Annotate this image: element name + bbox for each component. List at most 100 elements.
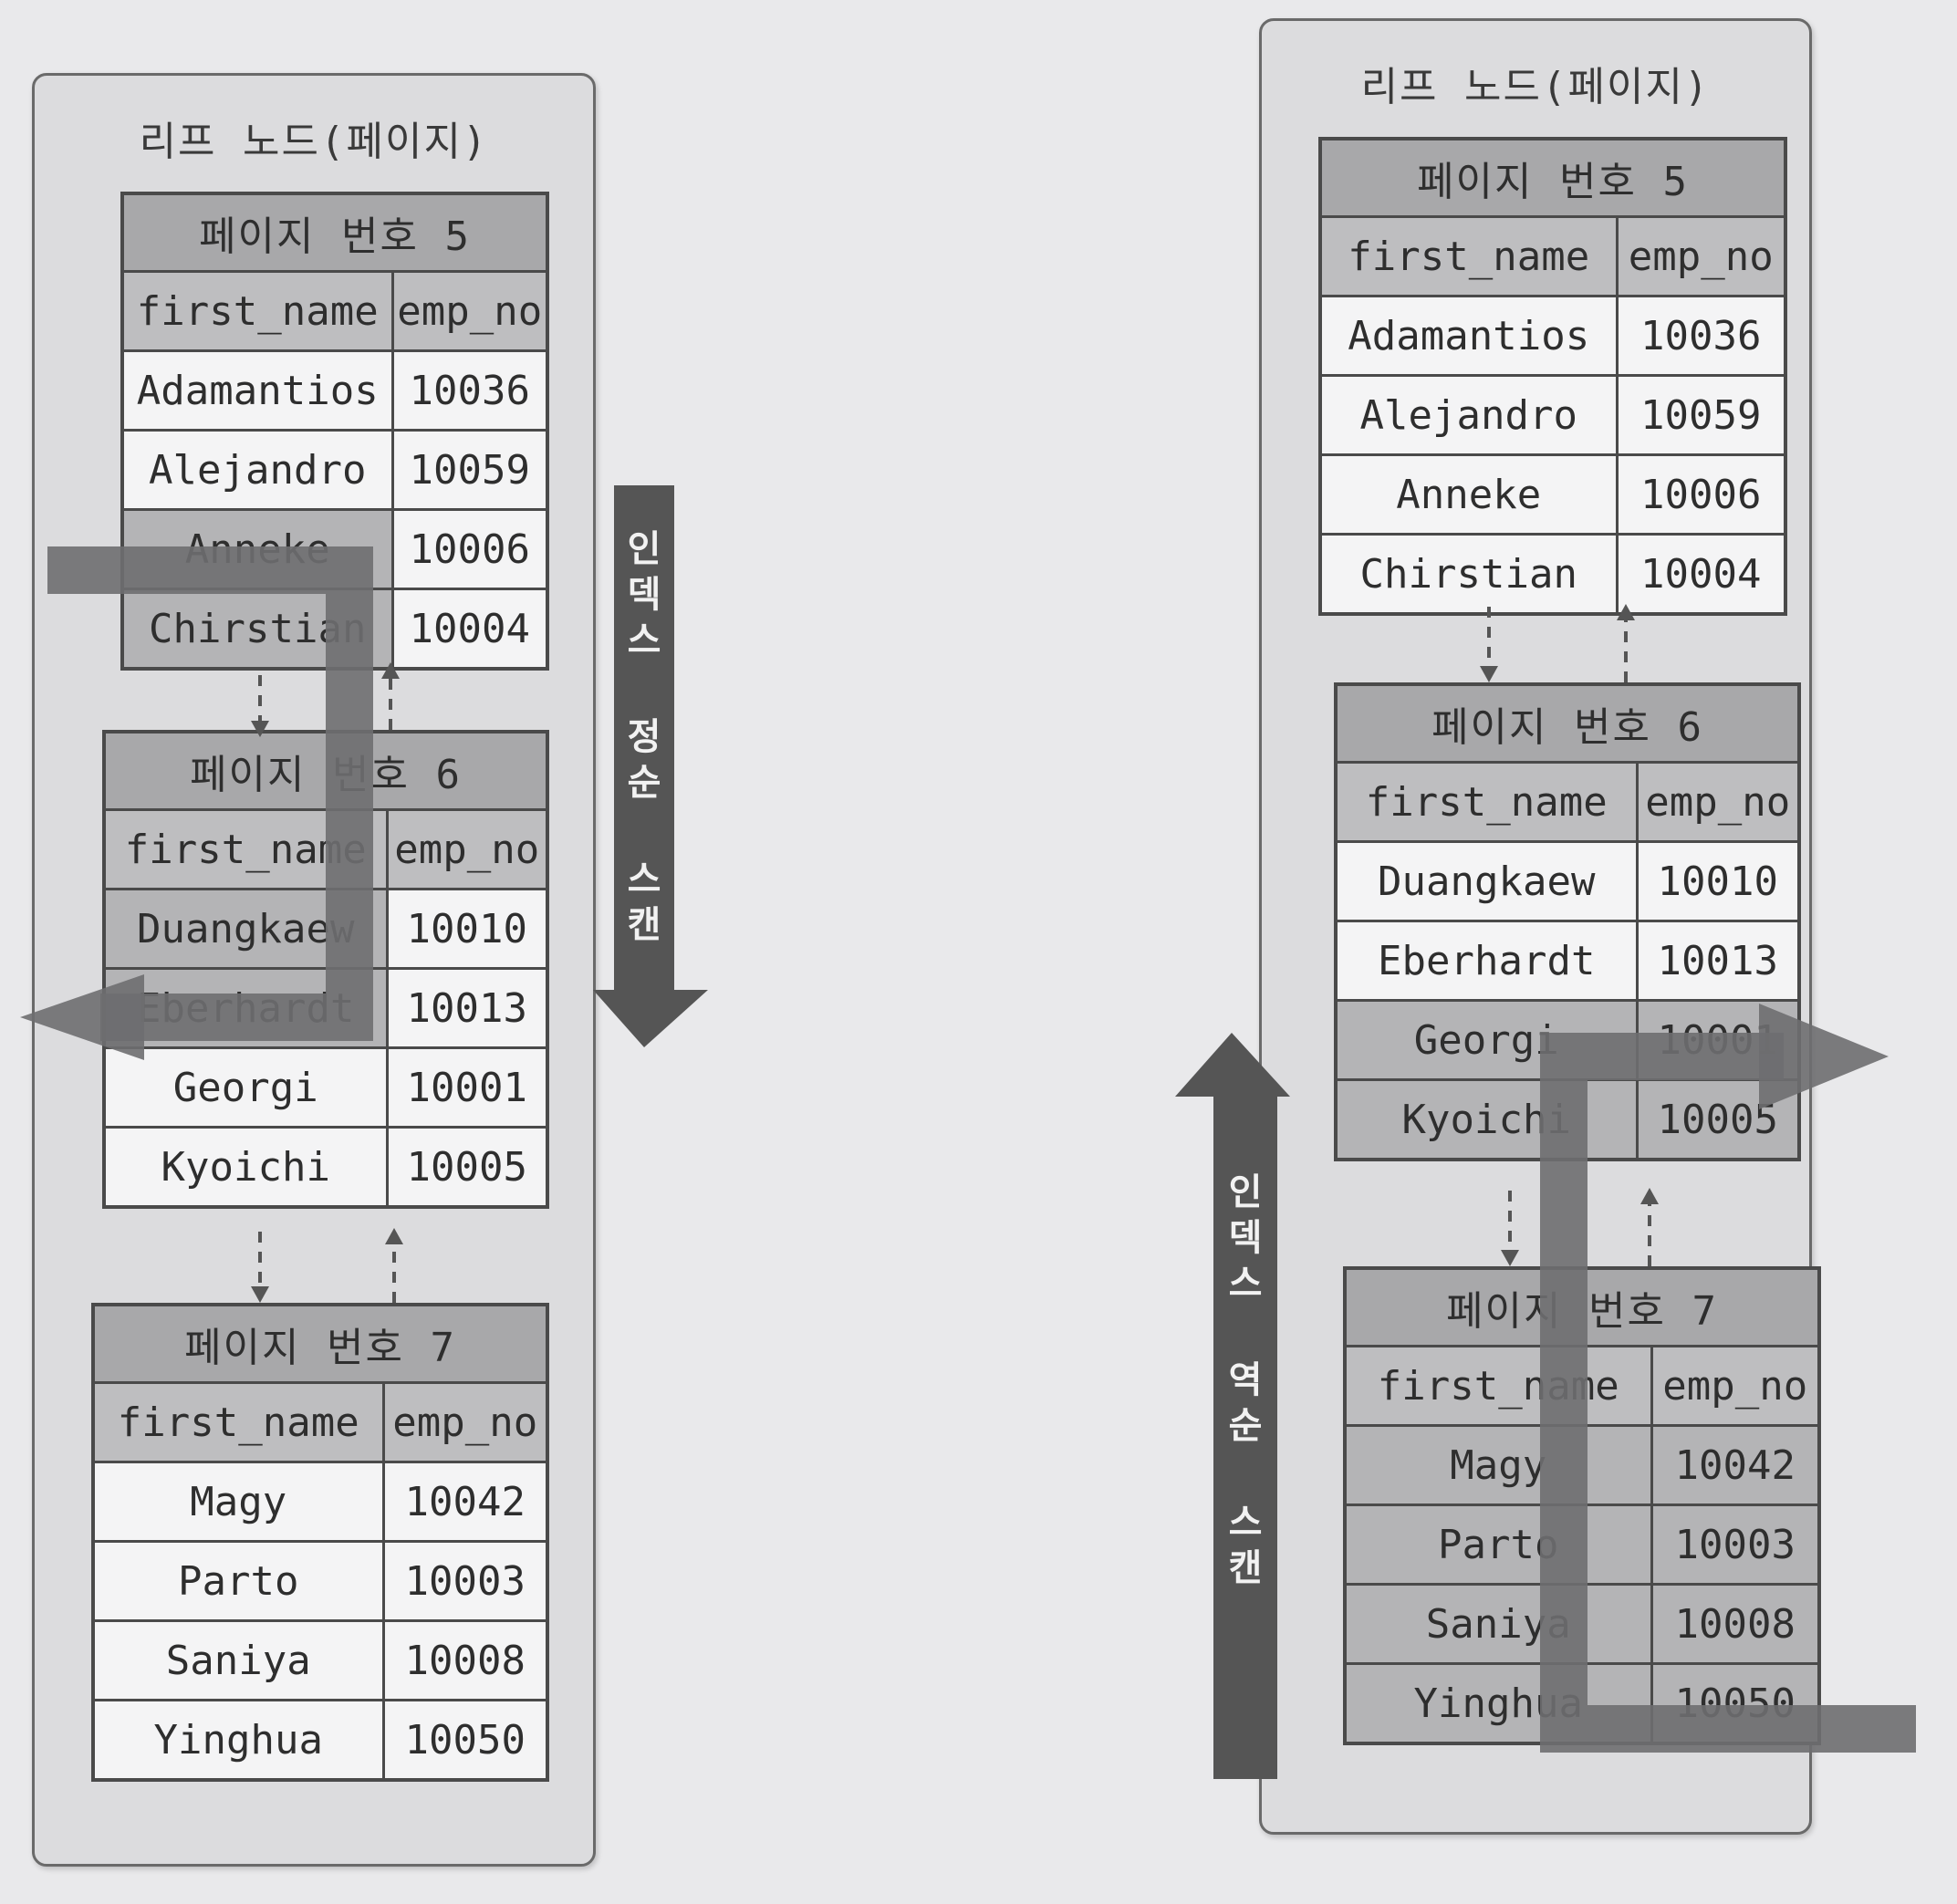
first-name-cell: Anneke: [120, 508, 394, 590]
emp-no-cell: 10059: [1615, 374, 1787, 456]
page-header: 페이지 번호 6: [1334, 682, 1801, 764]
first-name-cell: Yinghua: [1343, 1662, 1653, 1745]
emp-no-cell: 10005: [1635, 1078, 1801, 1161]
emp-no-cell: 10036: [1615, 295, 1787, 377]
first-name-cell: Anneke: [1318, 453, 1619, 536]
col-header-first-name: first_name: [1343, 1345, 1653, 1427]
first-name-cell: Georgi: [102, 1046, 389, 1129]
emp-no-cell: 10005: [385, 1126, 549, 1209]
first-name-cell: Adamantios: [1318, 295, 1619, 377]
emp-no-cell: 10004: [390, 588, 549, 671]
right-leaf-node-title: 리프 노드(페이지): [1360, 64, 1711, 110]
col-header-emp-no: emp_no: [381, 1381, 549, 1463]
first-name-cell: Alejandro: [1318, 374, 1619, 456]
page-header: 페이지 번호 5: [120, 192, 549, 273]
forward-scan-label: 인덱스 정순 스캔: [619, 529, 661, 951]
emp-no-cell: 10013: [1635, 920, 1801, 1002]
emp-no-cell: 10059: [390, 429, 549, 511]
backward-scan-label: 인덱스 역순 스캔: [1221, 1172, 1263, 1594]
emp-no-cell: 10006: [1615, 453, 1787, 536]
first-name-cell: Chirstian: [120, 588, 394, 671]
emp-no-cell: 10001: [1635, 999, 1801, 1081]
left-leaf-node-title: 리프 노드(페이지): [139, 119, 489, 165]
emp-no-cell: 10050: [1650, 1662, 1821, 1745]
emp-no-cell: 10010: [385, 888, 549, 970]
first-name-cell: Yinghua: [91, 1699, 385, 1782]
col-header-first-name: first_name: [102, 808, 389, 890]
first-name-cell: Eberhardt: [1334, 920, 1639, 1002]
first-name-cell: Alejandro: [120, 429, 394, 511]
emp-no-cell: 10010: [1635, 840, 1801, 922]
col-header-first-name: first_name: [91, 1381, 385, 1463]
col-header-first-name: first_name: [1334, 761, 1639, 843]
first-name-cell: Chirstian: [1318, 533, 1619, 616]
emp-no-cell: 10036: [390, 349, 549, 432]
first-name-cell: Parto: [1343, 1503, 1653, 1586]
left-forward-scan-arrowhead: [593, 990, 708, 1047]
first-name-cell: Duangkaew: [102, 888, 389, 970]
first-name-cell: Parto: [91, 1540, 385, 1622]
col-header-emp-no: emp_no: [1650, 1345, 1821, 1427]
col-header-emp-no: emp_no: [390, 270, 549, 352]
first-name-cell: Kyoichi: [102, 1126, 389, 1209]
col-header-emp-no: emp_no: [385, 808, 549, 890]
first-name-cell: Georgi: [1334, 999, 1639, 1081]
first-name-cell: Duangkaew: [1334, 840, 1639, 922]
emp-no-cell: 10008: [1650, 1583, 1821, 1665]
page-header: 페이지 번호 7: [91, 1303, 549, 1384]
emp-no-cell: 10042: [381, 1461, 549, 1543]
emp-no-cell: 10001: [385, 1046, 549, 1129]
emp-no-cell: 10008: [381, 1619, 549, 1701]
first-name-cell: Magy: [91, 1461, 385, 1543]
emp-no-cell: 10003: [381, 1540, 549, 1622]
emp-no-cell: 10013: [385, 967, 549, 1049]
col-header-first-name: first_name: [1318, 215, 1619, 297]
page-header: 페이지 번호 7: [1343, 1266, 1821, 1347]
emp-no-cell: 10004: [1615, 533, 1787, 616]
page-header: 페이지 번호 6: [102, 730, 549, 811]
first-name-cell: Adamantios: [120, 349, 394, 432]
first-name-cell: Kyoichi: [1334, 1078, 1639, 1161]
first-name-cell: Magy: [1343, 1424, 1653, 1506]
emp-no-cell: 10003: [1650, 1503, 1821, 1586]
first-name-cell: Saniya: [1343, 1583, 1653, 1665]
emp-no-cell: 10006: [390, 508, 549, 590]
emp-no-cell: 10042: [1650, 1424, 1821, 1506]
col-header-emp-no: emp_no: [1615, 215, 1787, 297]
emp-no-cell: 10050: [381, 1699, 549, 1782]
first-name-cell: Saniya: [91, 1619, 385, 1701]
col-header-emp-no: emp_no: [1635, 761, 1801, 843]
page-header: 페이지 번호 5: [1318, 137, 1787, 218]
first-name-cell: Eberhardt: [102, 967, 389, 1049]
col-header-first-name: first_name: [120, 270, 394, 352]
